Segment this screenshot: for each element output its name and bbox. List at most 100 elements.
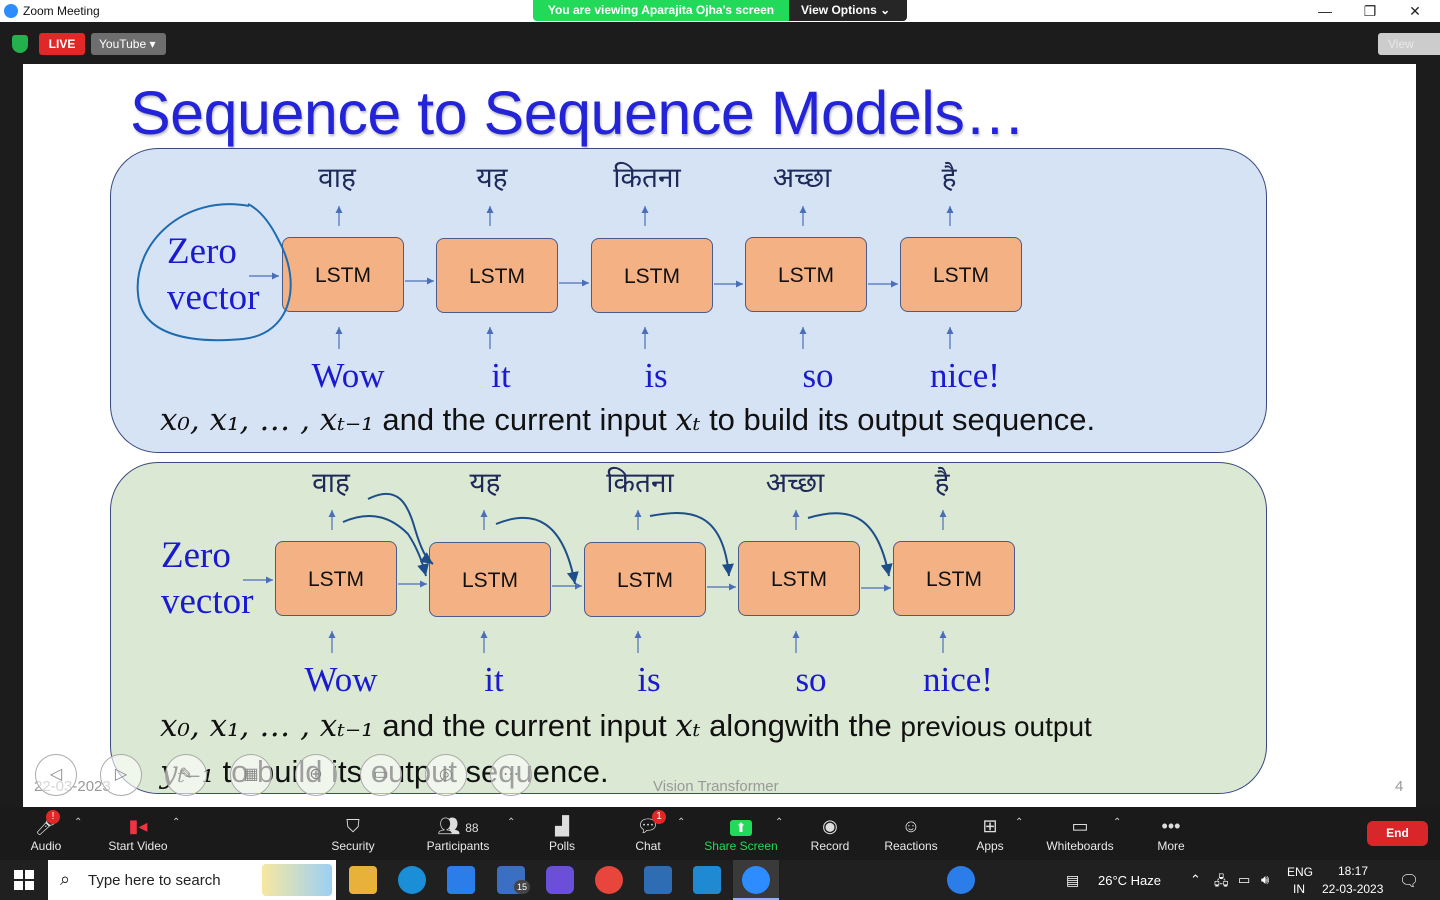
language-line1[interactable]: ENG [1287, 865, 1314, 879]
caption-top-mid: and the current input [373, 402, 676, 437]
chat-label: Chat [635, 839, 661, 853]
input-word: Wow [311, 356, 385, 395]
input-word: so [795, 660, 827, 699]
subtitles-icon[interactable]: ▭ [360, 754, 402, 796]
output-word: अच्छा [765, 466, 825, 499]
input-word: so [802, 356, 834, 395]
whiteboards-options-caret[interactable]: ⌃ [1113, 817, 1122, 828]
zero-line2: vector [161, 581, 254, 622]
close-button[interactable]: ✕ [1409, 3, 1421, 19]
volume-icon[interactable]: 🔊︎ [1261, 872, 1270, 887]
view-options-button[interactable]: View Options ⌄ [789, 0, 907, 21]
minimize-button[interactable]: — [1318, 3, 1332, 19]
output-word: है [934, 466, 950, 499]
record-button[interactable]: ◉Record [806, 807, 854, 860]
end-meeting-button[interactable]: End [1367, 821, 1428, 846]
youtube-stream-dropdown[interactable]: YouTube ▾ [91, 33, 166, 55]
caption-top-math: x₀, x₁, … , xₜ₋₁ [160, 402, 374, 438]
search-highlight-icon [262, 864, 332, 896]
edge-browser-icon[interactable] [398, 866, 426, 894]
output-word: कितना [613, 161, 681, 194]
slide-title: Sequence to Sequence Models… [130, 79, 1025, 147]
app-icon-generic[interactable] [546, 866, 574, 894]
language-line2[interactable]: IN [1293, 882, 1305, 896]
whiteboard-icon: ▭ [1071, 816, 1089, 836]
input-word: Wow [304, 660, 378, 699]
notifications-icon[interactable]: 🗨︎ [1399, 873, 1420, 890]
chat-options-caret[interactable]: ⌃ [677, 817, 686, 828]
participants-label: Participants [426, 839, 490, 853]
start-video-button[interactable]: ▮◂Start Video [100, 807, 176, 860]
whiteboards-label: Whiteboards [1046, 839, 1114, 853]
camera-toggle-icon[interactable]: ◎ [425, 754, 467, 796]
reactions-button[interactable]: ☺Reactions [880, 807, 942, 860]
apps-button[interactable]: ⊞Apps [968, 807, 1012, 860]
lstm-cell: LSTM [436, 238, 558, 313]
restore-button[interactable]: ❐ [1363, 3, 1377, 19]
mail-unread-badge: 15 [514, 880, 530, 894]
pen-tool-icon[interactable]: ✎ [165, 754, 207, 796]
next-slide-icon[interactable]: ▷ [100, 754, 142, 796]
network-icon[interactable]: 🖧︎ [1214, 873, 1229, 888]
slide-page-number: 4 [1395, 778, 1404, 795]
share-screen-button[interactable]: ⬆Share Screen [702, 807, 780, 860]
whiteboards-button[interactable]: ▭ Whiteboards [1042, 807, 1118, 860]
polls-label: Polls [548, 839, 575, 853]
vscode-icon[interactable] [693, 866, 721, 894]
photos-icon[interactable] [644, 866, 672, 894]
zoom-taskbar-icon [742, 866, 770, 894]
microsoft-store-icon[interactable] [447, 866, 475, 894]
chrome-browser-icon[interactable] [595, 866, 623, 894]
lstm-cell: LSTM [275, 541, 397, 616]
reactions-icon: ☺ [901, 816, 921, 836]
security-label: Security [331, 839, 375, 853]
shared-slide: Sequence to Sequence Models… वाह यह कितन… [23, 64, 1416, 807]
output-word: यह [476, 161, 508, 194]
meeting-toolbar: 🎤︎Audio ! ⌃ ▮◂Start Video ⌃ ⛉Security 👥︎… [0, 807, 1440, 860]
lstm-cell: LSTM [429, 542, 551, 617]
share-options-caret[interactable]: ⌃ [775, 817, 784, 828]
tray-overflow-icon[interactable]: ⌃ [1190, 872, 1201, 887]
live-badge[interactable]: LIVE [39, 33, 85, 55]
previous-slide-icon[interactable]: ◁ [35, 754, 77, 796]
help-icon[interactable] [947, 866, 975, 894]
zoom-slide-icon[interactable]: ⊕ [295, 754, 337, 796]
clock-time[interactable]: 18:17 [1338, 864, 1369, 878]
file-explorer-icon[interactable] [349, 866, 377, 894]
meeting-top-strip [0, 22, 1440, 64]
clock-date[interactable]: 22-03-2023 [1322, 882, 1384, 896]
video-options-caret[interactable]: ⌃ [172, 817, 181, 828]
slide-footer-title: Vision Transformer [653, 778, 779, 795]
audio-options-caret[interactable]: ⌃ [74, 817, 83, 828]
security-button[interactable]: ⛉ Security [322, 807, 384, 860]
caption-bot-end1: alongwith the [700, 708, 901, 743]
share-screen-icon: ⬆ [702, 815, 780, 837]
more-options-icon[interactable]: ⋯ [490, 754, 532, 796]
output-word: वाह [312, 466, 350, 499]
audio-alert-badge: ! [46, 810, 60, 824]
caption-bot-math: x₀, x₁, … , xₜ₋₁ [160, 708, 374, 744]
taskbar-search-placeholder: Type here to search [88, 872, 221, 889]
output-word: है [941, 161, 957, 194]
polls-button[interactable]: ▟Polls [540, 807, 584, 860]
input-word: is [637, 660, 661, 699]
participants-options-caret[interactable]: ⌃ [507, 817, 516, 828]
shield-icon: ⛉ [346, 816, 360, 836]
start-video-label: Start Video [108, 839, 168, 853]
more-button[interactable]: •••More [1150, 807, 1192, 860]
view-layout-button[interactable]: View [1378, 33, 1440, 55]
diagram-arrows [136, 203, 954, 653]
caption-top: x₀, x₁, … , xₜ₋₁ and the current input x… [160, 402, 1095, 438]
output-word: कितना [606, 466, 674, 499]
weather-text[interactable]: 26°C Haze [1098, 873, 1162, 888]
weather-icon[interactable]: ▤ [1066, 872, 1080, 888]
display-icon[interactable]: ▭ [1238, 872, 1251, 887]
search-icon: ⌕ [60, 869, 71, 889]
see-all-slides-icon[interactable]: ▦ [230, 754, 272, 796]
caption-bot-end2: previous output [900, 711, 1092, 742]
windows-start-icon[interactable] [14, 870, 34, 890]
apps-options-caret[interactable]: ⌃ [1015, 817, 1024, 828]
lstm-cell: LSTM [900, 237, 1022, 312]
